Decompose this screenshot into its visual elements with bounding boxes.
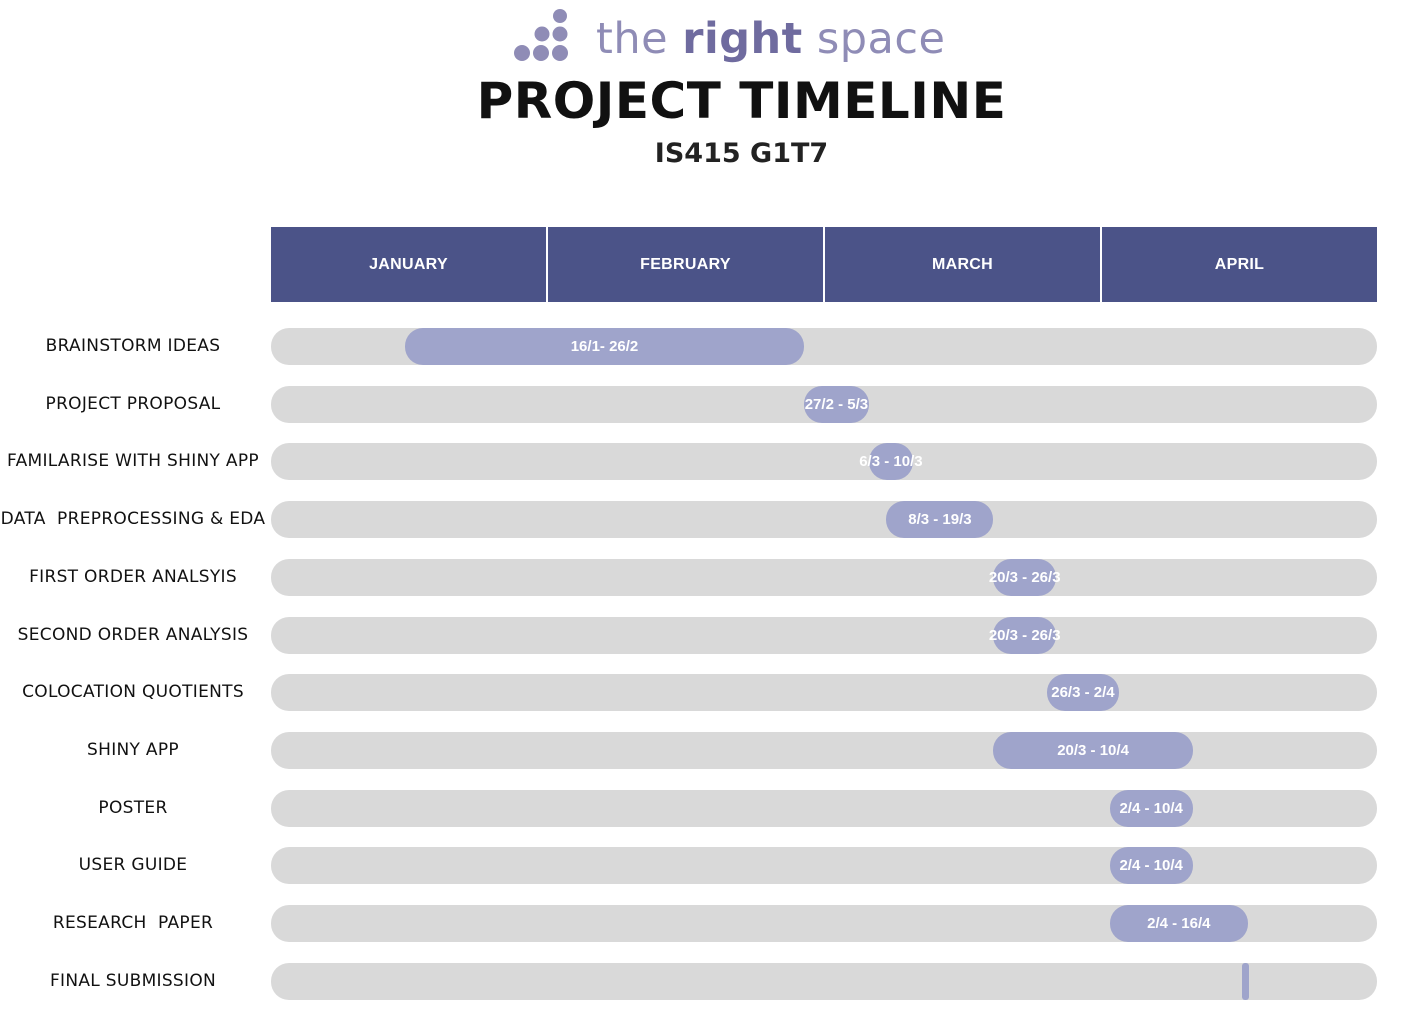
timeline-track	[271, 963, 1377, 1000]
timeline-track: 20/3 - 26/3	[271, 617, 1377, 654]
page-title: PROJECT TIMELINE	[476, 72, 1007, 130]
timeline-track: 8/3 - 19/3	[271, 501, 1377, 538]
task-bar: 20/3 - 26/3	[989, 617, 1061, 654]
logo: the right space	[508, 6, 945, 66]
timeline-track: 20/3 - 10/4	[271, 732, 1377, 769]
task-label: POSTER	[98, 798, 168, 818]
task-label: USER GUIDE	[78, 855, 188, 875]
task-label: PROJECT PROPOSAL	[45, 394, 221, 414]
task-bar: 6/3 - 10/3	[859, 443, 923, 480]
timeline-track: 20/3 - 26/3	[271, 559, 1377, 596]
task-bar	[1241, 963, 1249, 1000]
page-subtitle: IS415 G1T7	[654, 138, 829, 169]
task-bar: 2/4 - 10/4	[1109, 790, 1193, 827]
logo-dots-icon	[514, 9, 568, 61]
task-bar: 20/3 - 26/3	[989, 559, 1061, 596]
month-january: JANUARY	[271, 227, 548, 302]
task-bar: 20/3 - 10/4	[993, 732, 1193, 769]
task-bar: 26/3 - 2/4	[1046, 674, 1119, 711]
month-april: APRIL	[1214, 255, 1265, 273]
month-february: FEBRUARY	[548, 227, 825, 302]
task-label: FIRST ORDER ANALSYIS	[29, 567, 237, 587]
month-march: MARCH	[825, 227, 1102, 302]
task-bar: 27/2 - 5/3	[804, 386, 869, 423]
timeline-track: 27/2 - 5/3	[271, 386, 1377, 423]
task-label: FINAL SUBMISSION	[49, 971, 217, 991]
task-bar: 2/4 - 10/4	[1109, 847, 1193, 884]
task-label: DATA PREPROCESSING & EDA	[0, 509, 266, 529]
task-bar: 8/3 - 19/3	[886, 501, 994, 538]
task-bar: 16/1- 26/2	[404, 328, 805, 365]
logo-wordmark: the right space	[596, 14, 946, 64]
month-header: JANUARY FEBRUARY MARCH APRIL	[271, 227, 1377, 302]
task-bar: 2/4 - 16/4	[1109, 905, 1248, 942]
timeline-track: 6/3 - 10/3	[271, 443, 1377, 480]
task-label: SECOND ORDER ANALYSIS	[17, 625, 249, 645]
task-label: COLOCATION QUOTIENTS	[22, 682, 244, 702]
task-label: FAMILARISE WITH SHINY APP	[7, 451, 259, 471]
timeline-track: 2/4 - 16/4	[271, 905, 1377, 942]
timeline-track: 2/4 - 10/4	[271, 847, 1377, 884]
timeline-track: 16/1- 26/2	[271, 328, 1377, 365]
timeline-track: 26/3 - 2/4	[271, 674, 1377, 711]
task-label: RESEARCH PAPER	[52, 913, 214, 933]
task-label: BRAINSTORM IDEAS	[45, 336, 221, 356]
task-label: SHINY APP	[87, 740, 179, 760]
timeline-track: 2/4 - 10/4	[271, 790, 1377, 827]
